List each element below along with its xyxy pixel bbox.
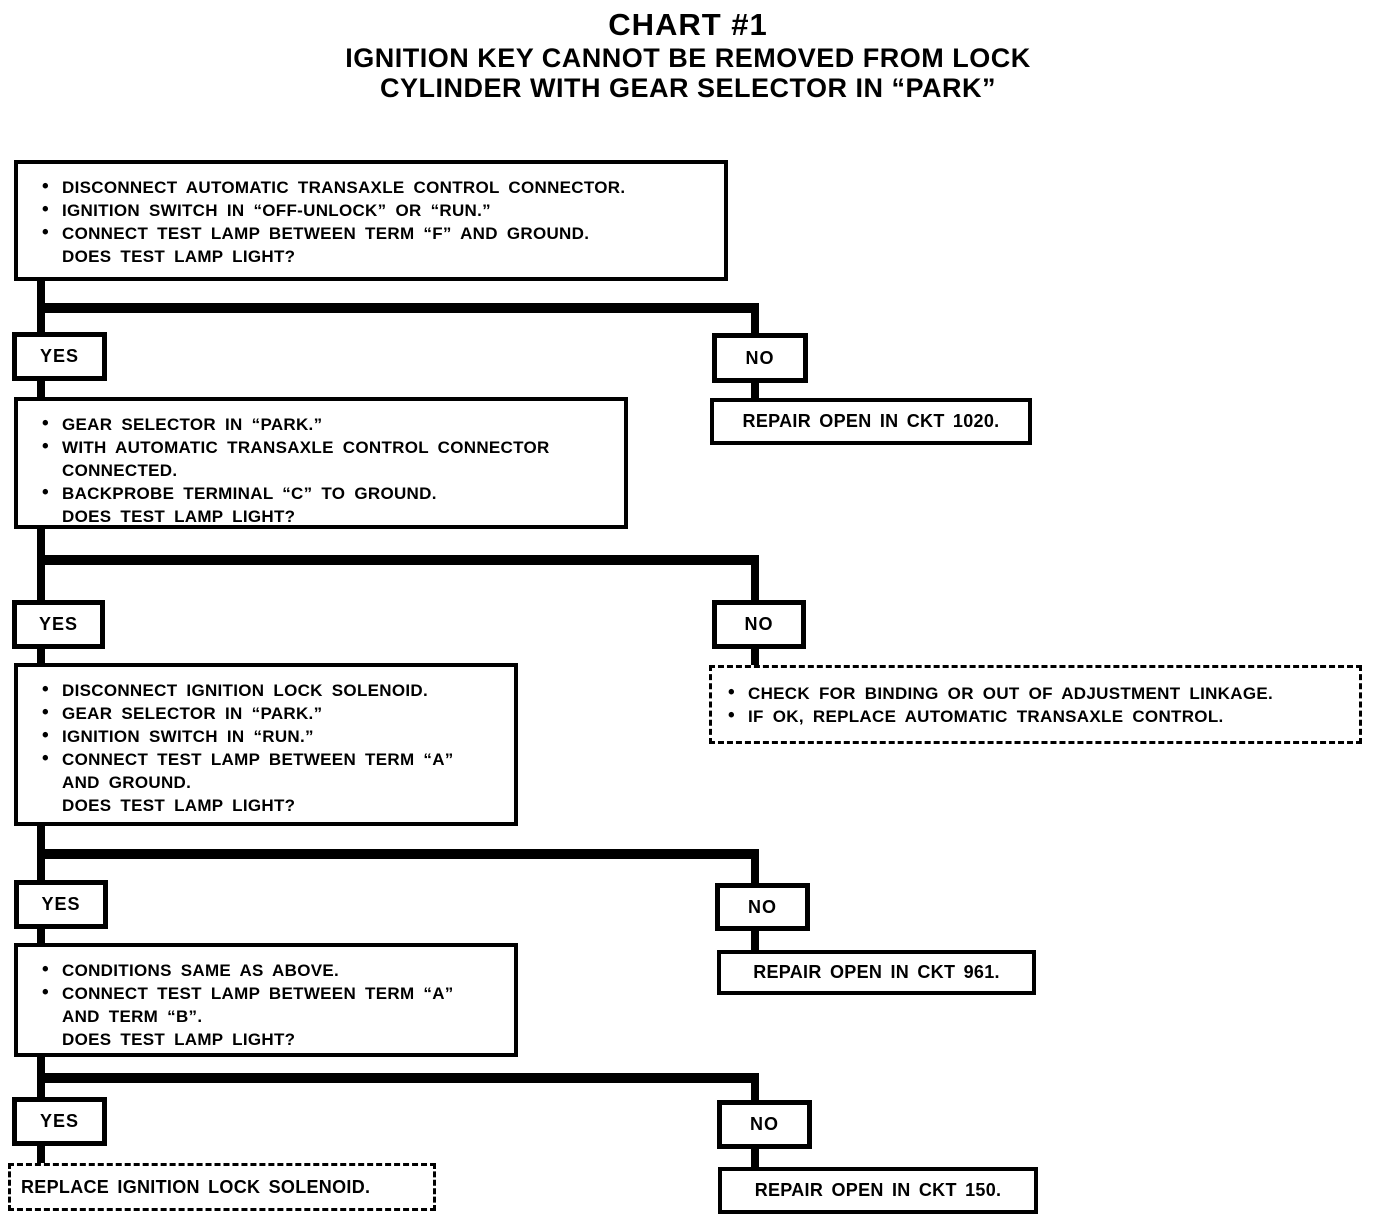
- connector-line: [751, 381, 759, 400]
- step4-bullet: CONNECT TEST LAMP BETWEEN TERM “A” AND T…: [40, 981, 477, 1028]
- step2-bullet: BACKPROBE TERMINAL “C” TO GROUND.: [40, 481, 592, 505]
- connector-line: [37, 927, 45, 945]
- chart-title-line3: CYLINDER WITH GEAR SELECTOR IN “PARK”: [379, 72, 997, 103]
- check-linkage-list: CHECK FOR BINDING OR OUT OF ADJUSTMENT L…: [726, 681, 1351, 728]
- step1-bullet-list: DISCONNECT AUTOMATIC TRANSAXLE CONTROL C…: [40, 175, 714, 245]
- step2-bullet: WITH AUTOMATIC TRANSAXLE CONTROL CONNECT…: [40, 435, 592, 482]
- step3-bullet: CONNECT TEST LAMP BETWEEN TERM “A” AND G…: [40, 747, 477, 794]
- step1-bullet: IGNITION SWITCH IN “OFF-UNLOCK” OR “RUN.…: [40, 198, 714, 222]
- yes-box-1: YES: [12, 332, 107, 381]
- connector-line: [751, 929, 759, 952]
- no-box-3: NO: [715, 883, 810, 931]
- step3-bullet: IGNITION SWITCH IN “RUN.”: [40, 724, 504, 748]
- connector-line: [751, 555, 759, 602]
- step3-bullet-list: DISCONNECT IGNITION LOCK SOLENOID. GEAR …: [40, 678, 504, 794]
- step3-bullet: GEAR SELECTOR IN “PARK.”: [40, 701, 504, 725]
- connector-line: [37, 647, 45, 665]
- check-linkage-bullet: CHECK FOR BINDING OR OUT OF ADJUSTMENT L…: [726, 681, 1351, 705]
- connector-line: [751, 1146, 759, 1169]
- result-replace-solenoid: REPLACE IGNITION LOCK SOLENOID.: [8, 1163, 436, 1211]
- result-check-linkage: CHECK FOR BINDING OR OUT OF ADJUSTMENT L…: [709, 665, 1362, 744]
- no-label: NO: [748, 896, 777, 917]
- yes-box-4: YES: [12, 1097, 107, 1146]
- step4-bullet: CONDITIONS SAME AS ABOVE.: [40, 958, 504, 982]
- step2-question: DOES TEST LAMP LIGHT?: [62, 507, 296, 526]
- connector-line: [751, 303, 759, 335]
- chart-title: CHART #1 IGNITION KEY CANNOT BE REMOVED …: [0, 7, 1376, 103]
- step4-bullet-list: CONDITIONS SAME AS ABOVE. CONNECT TEST L…: [40, 958, 504, 1028]
- step3-bullet: DISCONNECT IGNITION LOCK SOLENOID.: [40, 678, 504, 702]
- step2-bullet-list: GEAR SELECTOR IN “PARK.” WITH AUTOMATIC …: [40, 412, 614, 505]
- no-box-1: NO: [712, 333, 808, 383]
- no-label: NO: [750, 1114, 779, 1134]
- step1-box: DISCONNECT AUTOMATIC TRANSAXLE CONTROL C…: [14, 160, 728, 281]
- no-box-2: NO: [712, 600, 806, 649]
- step2-bullet: GEAR SELECTOR IN “PARK.”: [40, 412, 592, 436]
- step4-question: DOES TEST LAMP LIGHT?: [62, 1030, 296, 1049]
- yes-label: YES: [38, 614, 79, 634]
- step3-box: DISCONNECT IGNITION LOCK SOLENOID. GEAR …: [14, 663, 518, 826]
- connector-line: [37, 379, 45, 399]
- no-box-4: NO: [717, 1100, 812, 1149]
- chart-title-line2: IGNITION KEY CANNOT BE REMOVED FROM LOCK: [345, 42, 1031, 73]
- step2-box: GEAR SELECTOR IN “PARK.” WITH AUTOMATIC …: [14, 397, 628, 529]
- connector-line: [751, 849, 759, 885]
- connector-line: [37, 849, 759, 859]
- result-repair-ckt-150: REPAIR OPEN IN CKT 150.: [718, 1167, 1038, 1214]
- yes-box-3: YES: [14, 880, 108, 929]
- no-label: NO: [744, 614, 774, 634]
- yes-label: YES: [39, 346, 80, 366]
- connector-line: [751, 647, 759, 667]
- result-repair-ckt-1020: REPAIR OPEN IN CKT 1020.: [710, 398, 1032, 445]
- yes-label: YES: [41, 894, 81, 914]
- result-text: REPAIR OPEN IN CKT 150.: [754, 1180, 1002, 1200]
- result-repair-ckt-961: REPAIR OPEN IN CKT 961.: [717, 950, 1036, 995]
- connector-line: [37, 1144, 45, 1165]
- step1-bullet: CONNECT TEST LAMP BETWEEN TERM “F” AND G…: [40, 221, 714, 245]
- yes-label: YES: [39, 1111, 80, 1131]
- connector-line: [37, 303, 759, 313]
- step4-box: CONDITIONS SAME AS ABOVE. CONNECT TEST L…: [14, 943, 518, 1057]
- step1-bullet: DISCONNECT AUTOMATIC TRANSAXLE CONTROL C…: [40, 175, 714, 199]
- step3-question: DOES TEST LAMP LIGHT?: [62, 796, 296, 815]
- chart-title-line1: CHART #1: [608, 7, 768, 42]
- connector-line: [37, 1073, 759, 1083]
- no-label: NO: [745, 347, 775, 368]
- result-text: REPAIR OPEN IN CKT 961.: [753, 962, 1000, 982]
- result-text: REPLACE IGNITION LOCK SOLENOID.: [21, 1176, 371, 1197]
- check-linkage-bullet: IF OK, REPLACE AUTOMATIC TRANSAXLE CONTR…: [726, 704, 1351, 728]
- result-text: REPAIR OPEN IN CKT 1020.: [742, 411, 1000, 431]
- yes-box-2: YES: [12, 600, 105, 649]
- connector-line: [751, 1073, 759, 1102]
- step1-question: DOES TEST LAMP LIGHT?: [62, 247, 296, 266]
- connector-line: [37, 555, 759, 565]
